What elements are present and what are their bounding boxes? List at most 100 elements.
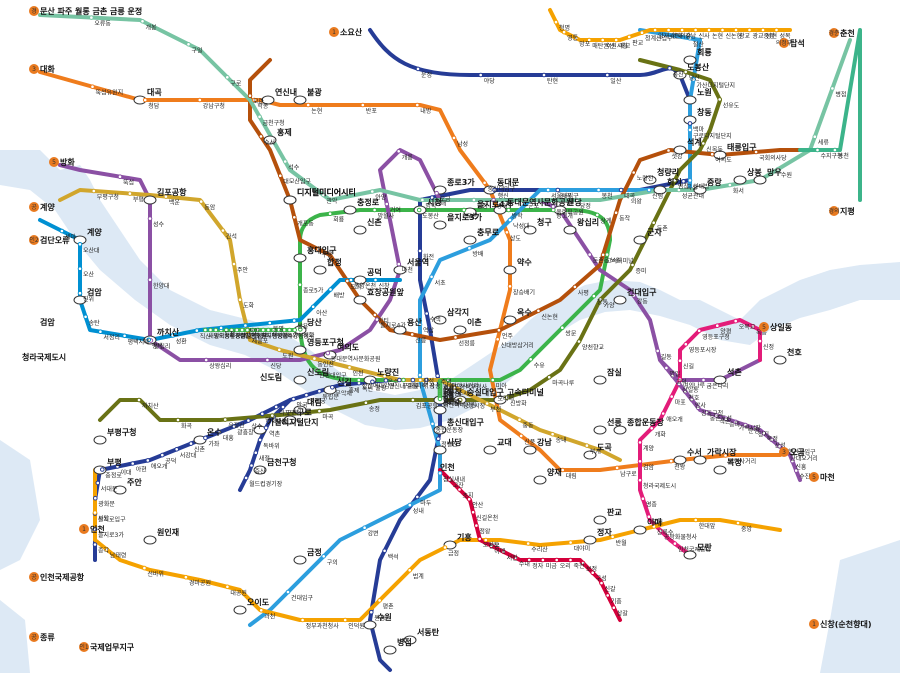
station-marker[interactable] — [598, 297, 603, 302]
station-marker[interactable] — [666, 27, 671, 33]
station-marker[interactable] — [526, 557, 532, 563]
transfer-station-marker[interactable] — [383, 645, 397, 655]
station-marker[interactable] — [631, 293, 637, 298]
station-marker[interactable] — [677, 358, 683, 364]
transfer-station-marker[interactable] — [261, 95, 275, 105]
station-marker[interactable] — [415, 494, 420, 500]
station-marker[interactable] — [142, 97, 148, 103]
station-marker[interactable] — [484, 401, 490, 406]
station-marker[interactable] — [701, 377, 706, 383]
station-marker[interactable] — [669, 394, 675, 399]
station-marker[interactable] — [693, 27, 698, 33]
station-marker[interactable] — [753, 149, 759, 155]
transfer-station-marker[interactable] — [713, 375, 727, 385]
station-marker[interactable] — [434, 190, 439, 196]
transfer-station-marker[interactable] — [433, 405, 447, 415]
station-marker[interactable] — [506, 207, 511, 213]
station-marker[interactable] — [687, 121, 693, 126]
station-marker[interactable] — [490, 377, 496, 383]
station-marker[interactable] — [285, 589, 291, 595]
station-marker[interactable] — [587, 252, 593, 257]
station-marker[interactable] — [183, 574, 189, 580]
transfer-station-marker[interactable] — [393, 325, 407, 335]
station-marker[interactable] — [637, 440, 643, 445]
station-marker[interactable] — [572, 284, 578, 290]
station-marker[interactable] — [407, 502, 413, 508]
station-marker[interactable] — [91, 188, 97, 194]
station-marker[interactable] — [590, 570, 596, 576]
station-marker[interactable] — [327, 211, 333, 216]
transfer-station-marker[interactable] — [433, 425, 447, 435]
station-marker[interactable] — [774, 27, 779, 33]
transfer-station-marker[interactable] — [773, 355, 787, 365]
transfer-station-marker[interactable] — [253, 465, 267, 475]
station-marker[interactable] — [546, 374, 552, 380]
transfer-station-marker[interactable] — [143, 195, 157, 205]
station-marker[interactable] — [591, 293, 597, 299]
station-marker[interactable] — [733, 318, 739, 324]
station-marker[interactable] — [237, 297, 243, 303]
station-marker[interactable] — [127, 191, 133, 196]
station-marker[interactable] — [263, 425, 269, 431]
transfer-station-marker[interactable] — [93, 435, 107, 445]
station-marker[interactable] — [536, 308, 541, 314]
station-marker[interactable] — [407, 568, 413, 573]
station-marker[interactable] — [420, 197, 425, 203]
station-marker[interactable] — [600, 252, 606, 258]
station-marker[interactable] — [757, 338, 763, 344]
station-marker[interactable] — [342, 617, 348, 623]
station-marker[interactable] — [676, 187, 682, 193]
transfer-station-marker[interactable] — [613, 295, 627, 305]
transfer-station-marker[interactable] — [683, 95, 697, 105]
station-marker[interactable] — [317, 388, 322, 394]
station-marker[interactable] — [743, 422, 748, 428]
station-marker[interactable] — [614, 465, 620, 471]
station-marker[interactable] — [640, 496, 646, 502]
station-marker[interactable] — [470, 509, 476, 515]
station-marker[interactable] — [560, 325, 565, 331]
station-marker[interactable] — [409, 332, 415, 337]
station-marker[interactable] — [170, 333, 175, 338]
station-marker[interactable] — [573, 35, 579, 41]
station-marker[interactable] — [504, 230, 510, 235]
station-marker[interactable] — [225, 584, 230, 590]
transfer-station-marker[interactable] — [713, 465, 727, 475]
transfer-station-marker[interactable] — [143, 535, 157, 545]
station-marker[interactable] — [442, 545, 448, 550]
station-marker[interactable] — [517, 417, 522, 423]
station-marker[interactable] — [417, 248, 423, 254]
station-marker[interactable] — [282, 159, 288, 164]
station-marker[interactable] — [696, 328, 702, 334]
station-marker[interactable] — [186, 42, 191, 47]
station-marker[interactable] — [117, 174, 123, 179]
station-marker[interactable] — [330, 385, 335, 390]
station-marker[interactable] — [651, 524, 657, 529]
station-marker[interactable] — [246, 418, 251, 423]
station-marker[interactable] — [142, 565, 147, 571]
transfer-station-marker[interactable] — [233, 605, 247, 615]
station-marker[interactable] — [321, 554, 327, 559]
station-marker[interactable] — [483, 537, 489, 543]
station-marker[interactable] — [545, 187, 551, 193]
transfer-station-marker[interactable] — [593, 375, 607, 385]
station-marker[interactable] — [292, 327, 298, 333]
transfer-station-marker[interactable] — [673, 70, 687, 80]
transfer-station-marker[interactable] — [583, 535, 597, 545]
station-marker[interactable] — [715, 323, 720, 329]
station-marker[interactable] — [687, 178, 693, 183]
station-marker[interactable] — [245, 327, 250, 333]
station-marker[interactable] — [429, 274, 434, 280]
transfer-station-marker[interactable] — [293, 95, 307, 105]
station-marker[interactable] — [646, 187, 652, 193]
transfer-station-marker[interactable] — [683, 550, 697, 560]
station-marker[interactable] — [580, 560, 586, 566]
station-marker[interactable] — [625, 193, 631, 198]
station-marker[interactable] — [225, 75, 230, 80]
transfer-station-marker[interactable] — [613, 425, 627, 435]
station-marker[interactable] — [77, 290, 83, 296]
station-marker[interactable] — [92, 510, 98, 515]
station-marker[interactable] — [733, 419, 739, 425]
